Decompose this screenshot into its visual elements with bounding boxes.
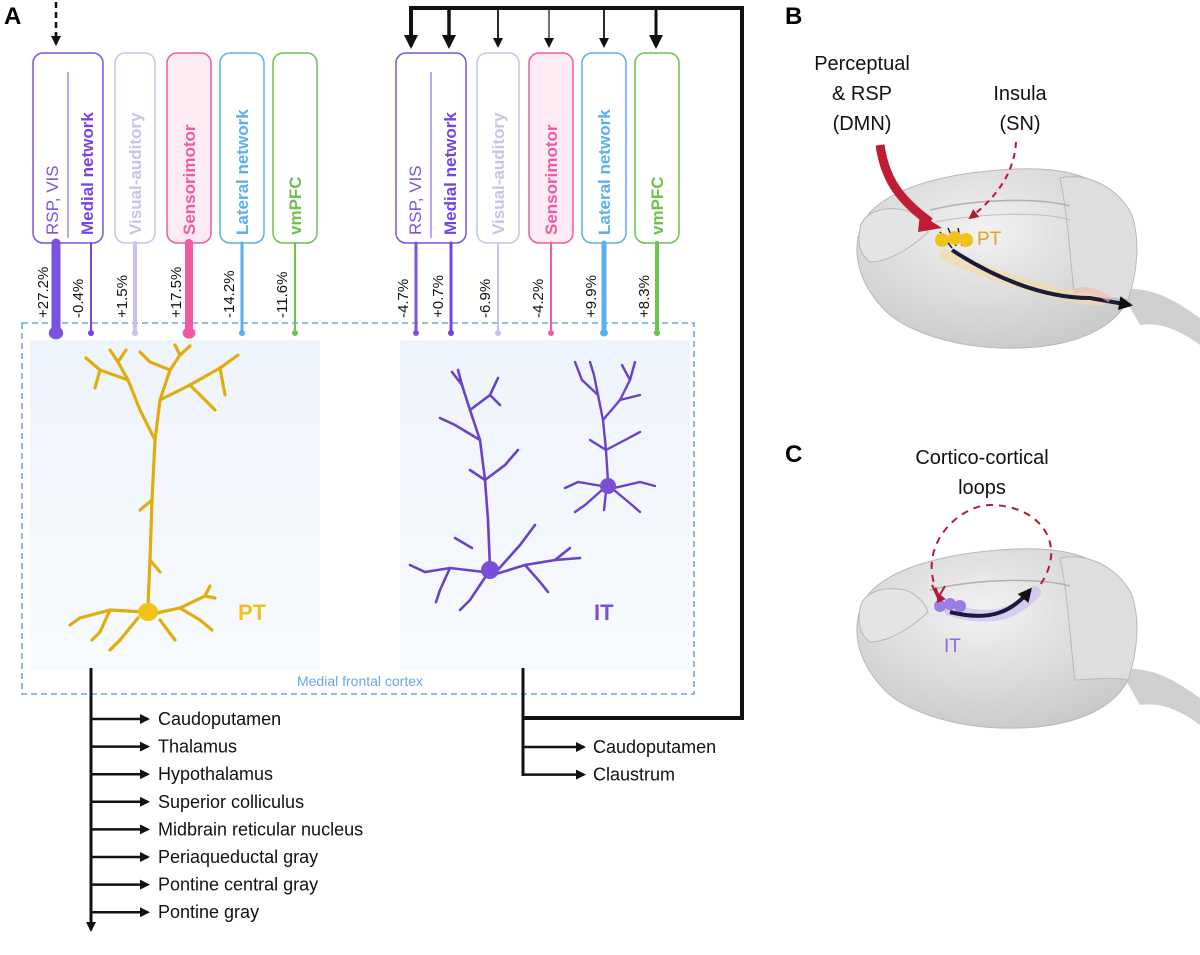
pt-bouton-medial [88,330,94,336]
pt-target-label: Superior colliculus [158,792,304,812]
panel-c-labels: Cortico-cortical loops [915,447,1048,499]
pt-label-rsp-vis: RSP, VIS [43,165,62,235]
it-bouton-sensorimotor [548,330,554,336]
pt-bouton-sensorimotor [182,327,196,339]
perceptual-label-2: & RSP [832,83,892,105]
insula-label-2: (SN) [999,113,1040,135]
pt-bouton-visual_auditory [131,330,139,336]
input-arrows [51,2,744,720]
panel-letter-b: B [785,3,802,30]
perceptual-label-1: Perceptual [814,53,910,75]
insula-input-arrow [968,141,1017,220]
it-bouton-vmpfc [653,330,661,336]
it-label-rsp-vis: RSP, VIS [406,165,425,235]
it-bouton-rsp [413,330,419,336]
it-label-vmpfc: vmPFC [648,176,667,235]
it-label-sensorimotor: Sensorimotor [542,124,561,235]
it-target-label: Caudoputamen [593,737,716,757]
pt-label-lateral: Lateral network [233,109,252,235]
dmn-arrow-head [918,214,942,232]
it-label-visual-auditory: Visual-auditory [489,112,508,235]
pt-target-list: CaudoputamenThalamusHypothalamusSuperior… [86,668,363,932]
medial-frontal-cortex-region: Medial frontal cortex [21,322,695,695]
insula-label-1: Insula [993,83,1047,105]
it-change-visual_auditory: -6.9% [477,279,494,318]
pt-change-medial: -0.4% [70,279,87,318]
it-neuron-large [408,368,582,612]
pt-target-label: Caudoputamen [158,709,281,729]
pt-brain-label: PT [977,229,1002,250]
it-change-lateral: +9.9% [583,275,600,318]
loop-arrow-head [931,584,946,601]
pt-target-label: Pontine gray [158,902,259,922]
pt-neuron [68,343,240,652]
medial-frontal-cortex-label: Medial frontal cortex [297,673,423,689]
pt-network-labels: RSP, VIS Medial network Visual-auditory … [32,52,318,244]
it-change-rsp: -4.7% [395,279,412,318]
pt-target-label: Hypothalamus [158,764,273,784]
panel-b-labels: Perceptual & RSP (DMN) Insula (SN) [814,53,1047,135]
pt-bouton-lateral [239,330,245,336]
it-soma-small [600,478,616,494]
pt-label-medial: Medial network [78,112,97,235]
it-target-label: Claustrum [593,765,675,785]
it-bouton-medial [448,330,454,336]
pt-target-label: Thalamus [158,737,237,757]
pt-change-vmpfc: -11.6% [274,272,291,318]
pt-change-rsp: +27.2% [35,267,52,318]
pt-change-sensorimotor: +17.5% [168,267,185,318]
it-label-lateral: Lateral network [595,109,614,235]
pt-bouton-rsp [48,326,64,340]
pt-cell-label: PT [238,600,267,625]
it-cell-label: IT [594,600,614,625]
it-change-vmpfc: +8.3% [636,275,653,318]
pt-label-visual-auditory: Visual-auditory [126,112,145,235]
it-bouton-lateral [600,329,608,337]
perceptual-label-3: (DMN) [833,113,892,135]
pt-target-label: Midbrain reticular nucleus [158,819,363,839]
brain-c: IT [856,548,1200,729]
pt-bouton-vmpfc [292,330,298,336]
it-change-medial: +0.7% [430,275,447,318]
pt-label-sensorimotor: Sensorimotor [180,124,199,235]
pt-target-label: Pontine central gray [158,875,318,895]
it-brain-label: IT [944,636,961,657]
it-label-medial: Medial network [441,112,460,235]
it-network-labels: RSP, VIS Medial network Visual-auditory … [395,52,680,244]
it-neuron-small [563,360,657,514]
cortico-cortical-loop [930,503,1053,604]
connection-stems: +27.2% -0.4% +1.5% +17.5% -14.2% -11.6% -4.7% +… [35,238,661,340]
pt-soma [138,603,158,621]
cortico-cortical-label-1: Cortico-cortical [915,447,1048,469]
pt-target-label: Periaqueductal gray [158,847,318,867]
it-bouton-visual_auditory [495,330,501,336]
pt-label-vmpfc: vmPFC [286,176,305,235]
pt-change-lateral: -14.2% [221,270,238,318]
it-change-sensorimotor: -4.2% [530,279,547,318]
pt-change-visual_auditory: +1.5% [114,275,131,318]
panel-letter-c: C [785,441,802,468]
cortico-cortical-label-2: loops [958,477,1006,499]
panel-letter-a: A [4,3,21,30]
it-soma-large [481,561,499,579]
brain-b: PT [856,168,1200,349]
